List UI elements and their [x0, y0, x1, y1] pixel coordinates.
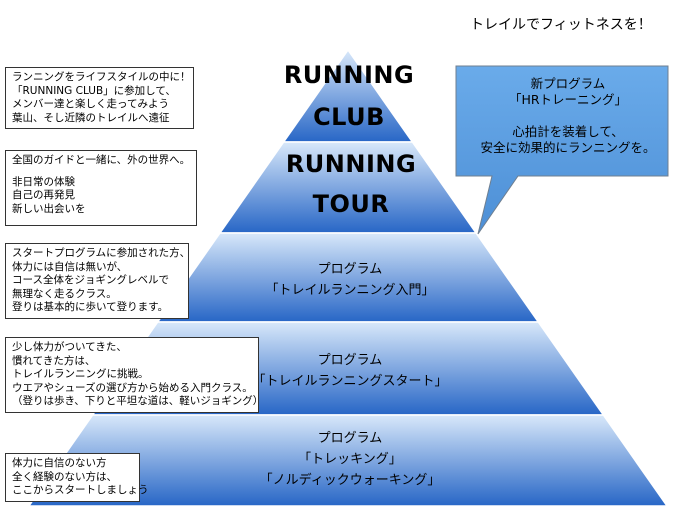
note-trail-start: 少し体力がついてきた、 慣れてきた方は、 トレイルランニングに挑戦。 ウエアやシ… [5, 337, 263, 413]
tier-5-label: プログラム 「トレッキング」 「ノルディックウォーキング」 [259, 431, 441, 488]
note-running-tour: 全国のガイドと一緒に、外の世界へ。 非日常の体験 自己の再発見 新しい出会いを [5, 150, 197, 226]
note-running-club: ランニングをライフスタイルの中に！ 「RUNNING CLUB」に参加して、 メ… [5, 67, 194, 129]
note-trail-intro: スタートプログラムに参加された方、 体力には自信は無いが、 コース全体をジョギン… [5, 243, 190, 319]
tier-2-label: RUNNING TOUR [285, 150, 417, 218]
note-trekking: 体力に自信のない方 全く経験のない方は、 ここからスタートしましょう [5, 453, 149, 502]
callout-bubble [455, 65, 669, 235]
tier-3-label: プログラム 「トレイルランニング入門」 [265, 262, 435, 298]
tier-4-label: プログラム 「トレイルランニングスタート」 [252, 353, 448, 389]
callout-text: 新プログラム 「HRトレーニング」 心拍計を装着して、 安全に効果的にランニング… [480, 76, 656, 155]
headline: トレイルでフィットネスを！ [470, 17, 652, 33]
tier-1-label: RUNNING CLUB [283, 61, 415, 131]
